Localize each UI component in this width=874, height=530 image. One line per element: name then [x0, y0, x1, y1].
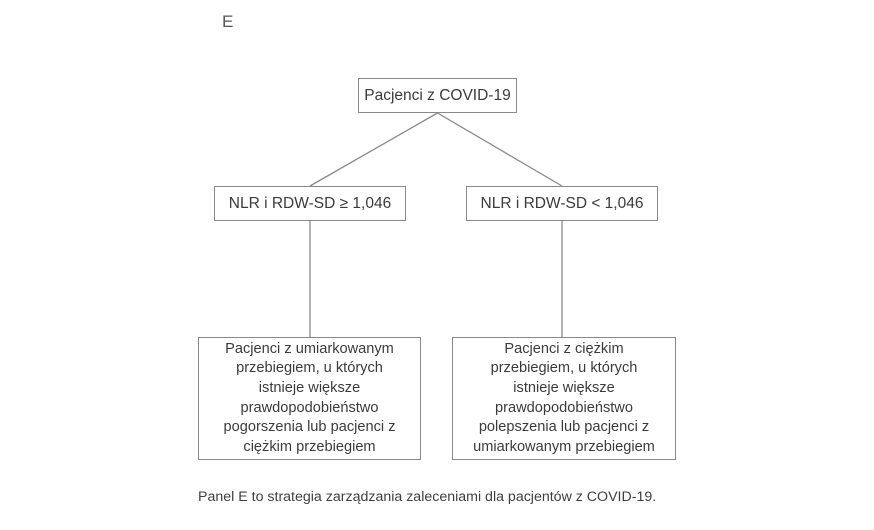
node-decision-right-label: NLR i RDW-SD < 1,046	[480, 194, 644, 212]
node-outcome-left-label: Pacjenci z umiarkowanym przebiegiem, u k…	[223, 340, 396, 455]
node-decision-left-label: NLR i RDW-SD ≥ 1,046	[228, 194, 392, 212]
node-decision-left: NLR i RDW-SD ≥ 1,046	[214, 186, 406, 221]
edge-root-to-decision-right	[437, 112, 563, 187]
panel-label: E	[222, 12, 234, 31]
node-outcome-right: Pacjenci z ciężkim przebiegiem, u któryc…	[452, 337, 676, 460]
figure-caption: Panel E to strategia zarządzania zalecen…	[198, 489, 657, 505]
node-outcome-left: Pacjenci z umiarkowanym przebiegiem, u k…	[198, 337, 421, 460]
node-root-label: Pacjenci z COVID-19	[364, 86, 511, 104]
node-root: Pacjenci z COVID-19	[358, 78, 517, 113]
edge-root-to-decision-left	[309, 112, 438, 187]
node-decision-right: NLR i RDW-SD < 1,046	[466, 186, 658, 221]
node-outcome-right-label: Pacjenci z ciężkim przebiegiem, u któryc…	[473, 340, 655, 455]
